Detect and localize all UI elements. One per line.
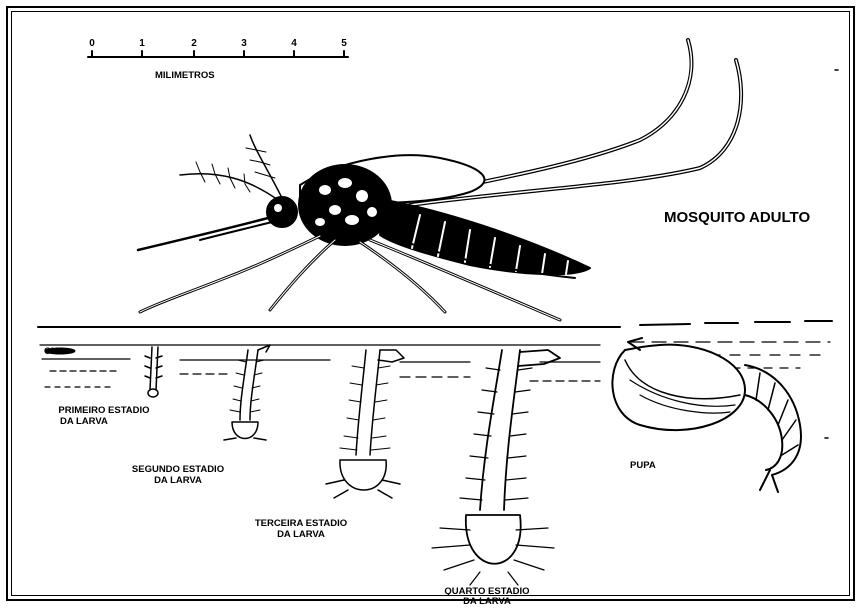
larva1-label-line2: DA LARVA [34,416,174,427]
scale-tick-4: 4 [291,38,297,49]
adult-mosquito-label: MOSQUITO ADULTO [664,212,810,223]
larva-first-instar [145,347,162,397]
scale-tick-0: 0 [89,38,95,49]
larva3-label: TERCEIRA ESTADIO DA LARVA [226,518,376,540]
larva1-label-line1: PRIMEIRO ESTADIO [34,405,174,416]
larva-third-instar [326,350,404,498]
larva-second-instar [224,345,270,440]
scale-tick-1: 1 [139,38,145,49]
larva2-label-line2: DA LARVA [108,475,248,486]
scale-bar [88,51,348,57]
larva4-label: QUARTO ESTADIO DA LARVA [412,586,562,607]
water-surface [38,321,832,327]
pupa-label: PUPA [630,460,656,471]
larva1-label: PRIMEIRO ESTADIO DA LARVA [34,405,174,427]
larva3-label-line1: TERCEIRA ESTADIO [226,518,376,529]
larva4-label-line2: DA LARVA [412,596,562,607]
scale-tick-2: 2 [191,38,197,49]
larva3-label-line2: DA LARVA [226,529,376,540]
scale-tick-5: 5 [341,38,347,49]
scale-unit-label: MILIMETROS [155,70,215,81]
larva2-label: SEGUNDO ESTADIO DA LARVA [108,464,248,486]
specks [825,70,838,438]
larva2-label-line1: SEGUNDO ESTADIO [108,464,248,475]
larva-fourth-instar [432,350,560,585]
adult-mosquito [138,40,741,320]
egg-label: OVO [44,346,65,357]
scale-tick-3: 3 [241,38,247,49]
